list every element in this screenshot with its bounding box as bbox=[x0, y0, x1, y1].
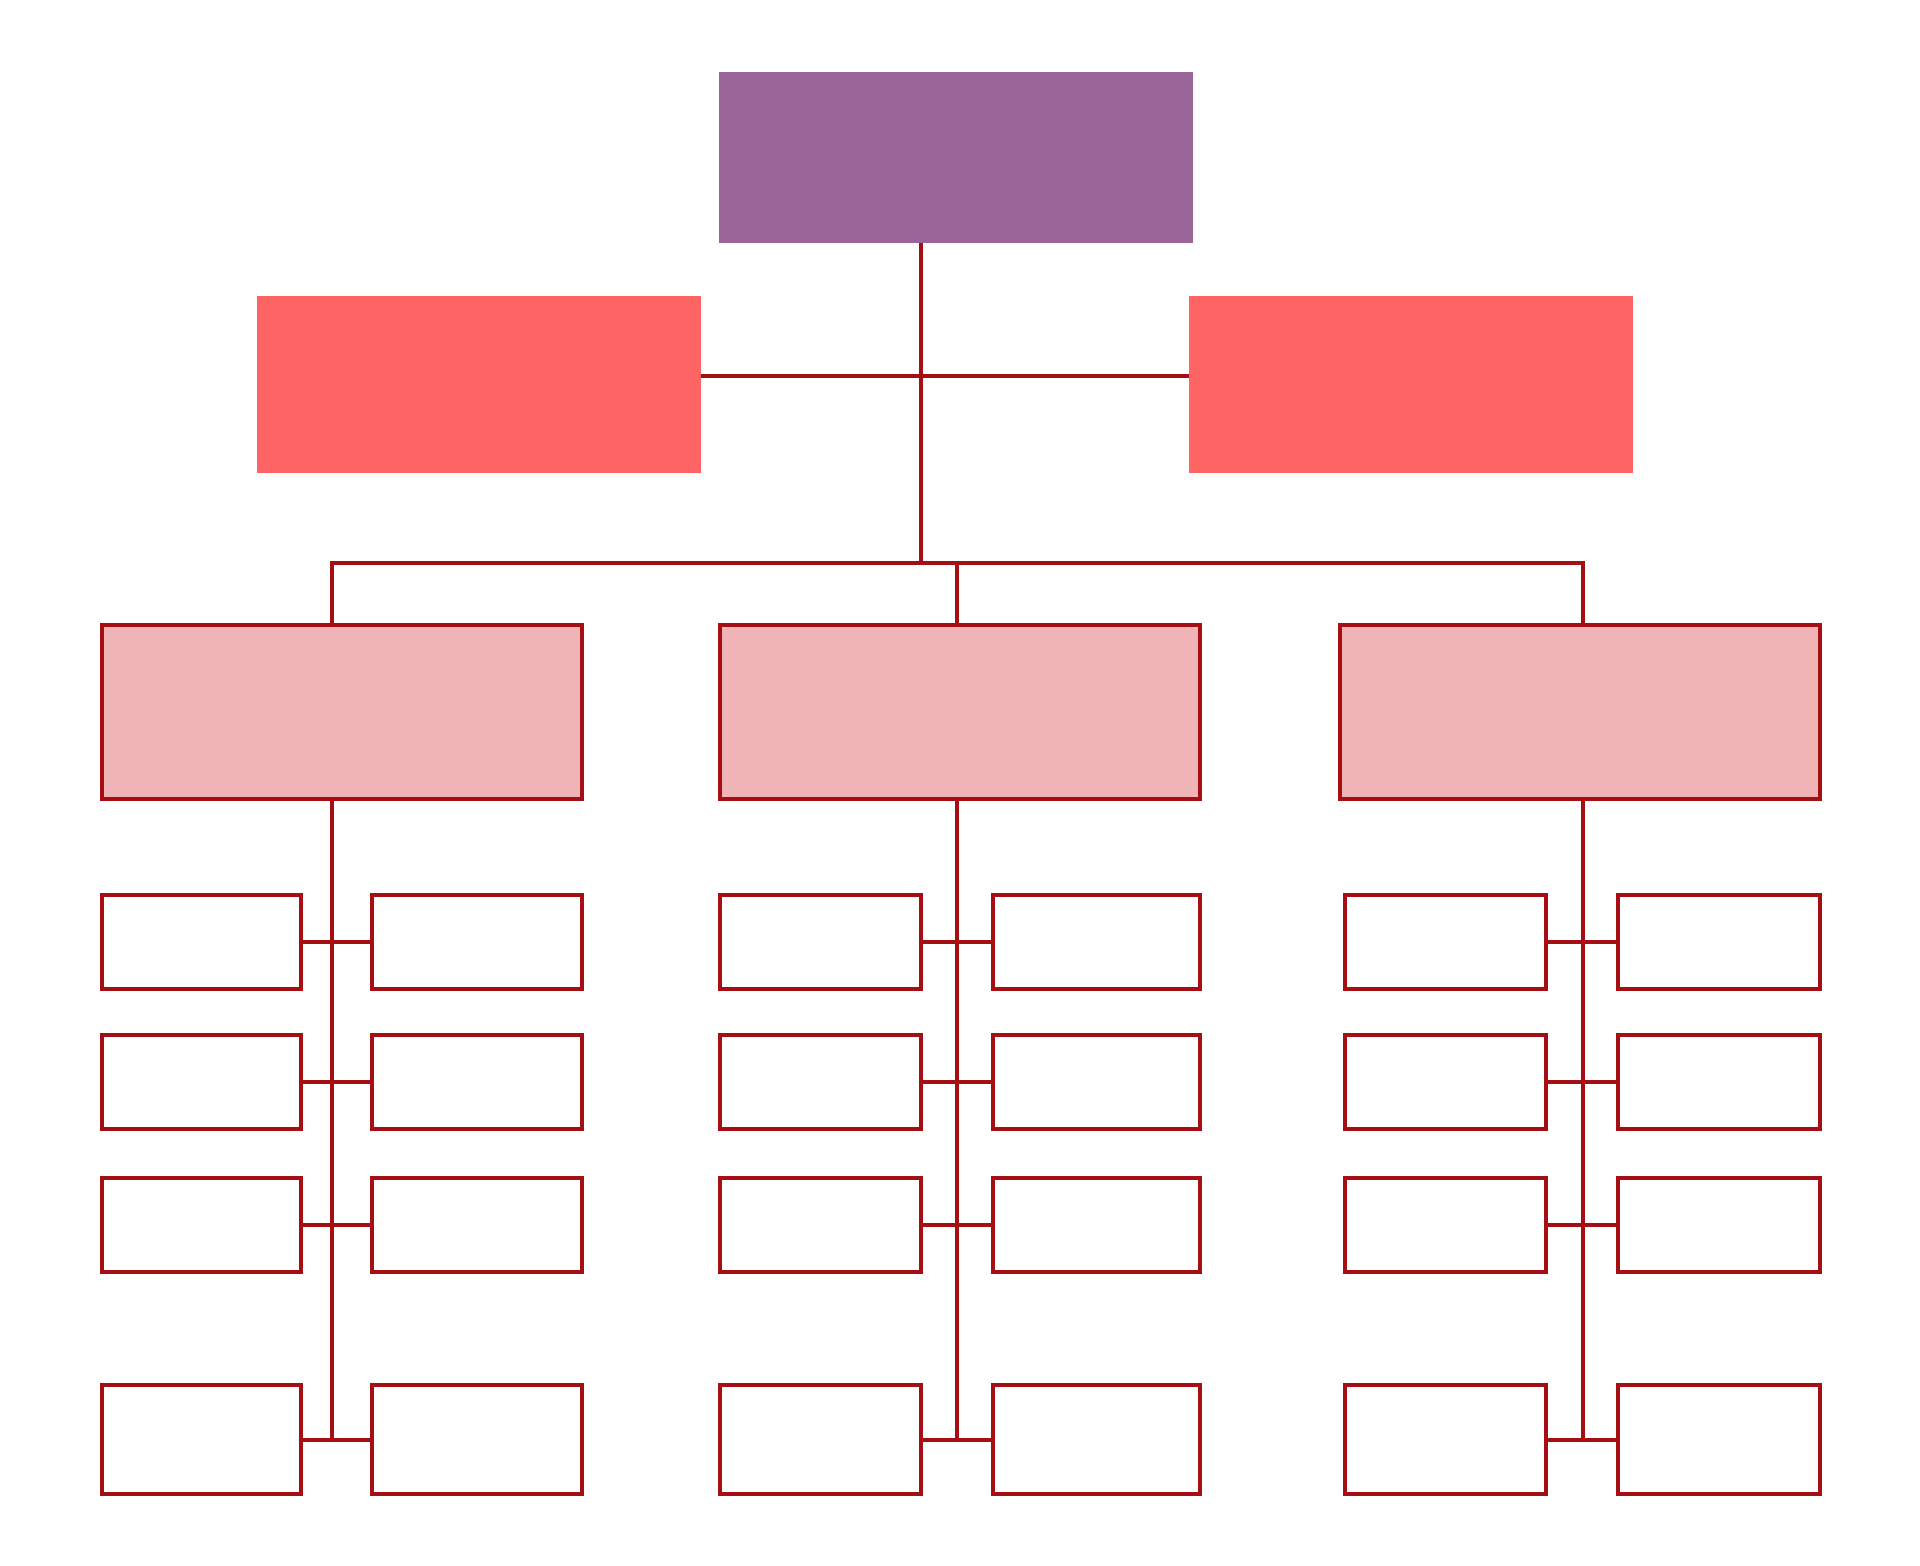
leaf-node-6[interactable] bbox=[370, 1176, 584, 1274]
connector-col3-rung-1 bbox=[1544, 940, 1620, 944]
leaf-node-12[interactable] bbox=[991, 1033, 1202, 1131]
leaf-node-1[interactable] bbox=[100, 893, 303, 991]
division-node-3[interactable] bbox=[1338, 623, 1822, 801]
connector-col3-rung-4 bbox=[1544, 1438, 1620, 1442]
root-node[interactable] bbox=[719, 72, 1193, 243]
connector-col2-rung-4 bbox=[919, 1438, 995, 1442]
leaf-node-16[interactable] bbox=[991, 1383, 1202, 1496]
leaf-node-20[interactable] bbox=[1616, 1033, 1822, 1131]
leaf-node-18[interactable] bbox=[1616, 893, 1822, 991]
leaf-node-7[interactable] bbox=[100, 1383, 303, 1496]
leaf-node-2[interactable] bbox=[370, 893, 584, 991]
leaf-node-5[interactable] bbox=[100, 1176, 303, 1274]
leaf-node-22[interactable] bbox=[1616, 1176, 1822, 1274]
leaf-node-3[interactable] bbox=[100, 1033, 303, 1131]
connector-col2-rung-2 bbox=[919, 1080, 995, 1084]
leaf-node-17[interactable] bbox=[1343, 893, 1548, 991]
leaf-node-13[interactable] bbox=[718, 1176, 923, 1274]
leaf-node-19[interactable] bbox=[1343, 1033, 1548, 1131]
leaf-node-11[interactable] bbox=[718, 1033, 923, 1131]
connector-col2-spine bbox=[955, 801, 959, 1440]
staff-node-1[interactable] bbox=[257, 296, 701, 473]
leaf-node-4[interactable] bbox=[370, 1033, 584, 1131]
connector-col2-rung-1 bbox=[919, 940, 995, 944]
leaf-node-9[interactable] bbox=[718, 893, 923, 991]
staff-node-2[interactable] bbox=[1189, 296, 1633, 473]
division-node-1[interactable] bbox=[100, 623, 584, 801]
connector-col3-rung-2 bbox=[1544, 1080, 1620, 1084]
leaf-node-10[interactable] bbox=[991, 893, 1202, 991]
connector-staff-bus bbox=[701, 374, 1189, 378]
connector-col1-rung-1 bbox=[299, 940, 374, 944]
connector-root-trunk bbox=[919, 243, 923, 563]
leaf-node-24[interactable] bbox=[1616, 1383, 1822, 1496]
connector-division-middle-drop bbox=[955, 561, 959, 623]
connector-col1-rung-4 bbox=[299, 1438, 374, 1442]
leaf-node-15[interactable] bbox=[718, 1383, 923, 1496]
leaf-node-23[interactable] bbox=[1343, 1383, 1548, 1496]
leaf-node-8[interactable] bbox=[370, 1383, 584, 1496]
connector-col1-rung-2 bbox=[299, 1080, 374, 1084]
division-node-2[interactable] bbox=[718, 623, 1202, 801]
leaf-node-21[interactable] bbox=[1343, 1176, 1548, 1274]
connector-col1-spine bbox=[330, 801, 334, 1440]
leaf-node-14[interactable] bbox=[991, 1176, 1202, 1274]
connector-col1-rung-3 bbox=[299, 1223, 374, 1227]
connector-division-left-drop bbox=[330, 561, 334, 623]
connector-col2-rung-3 bbox=[919, 1223, 995, 1227]
connector-col3-spine bbox=[1581, 801, 1585, 1440]
connector-division-right-drop bbox=[1581, 561, 1585, 623]
connector-col3-rung-3 bbox=[1544, 1223, 1620, 1227]
